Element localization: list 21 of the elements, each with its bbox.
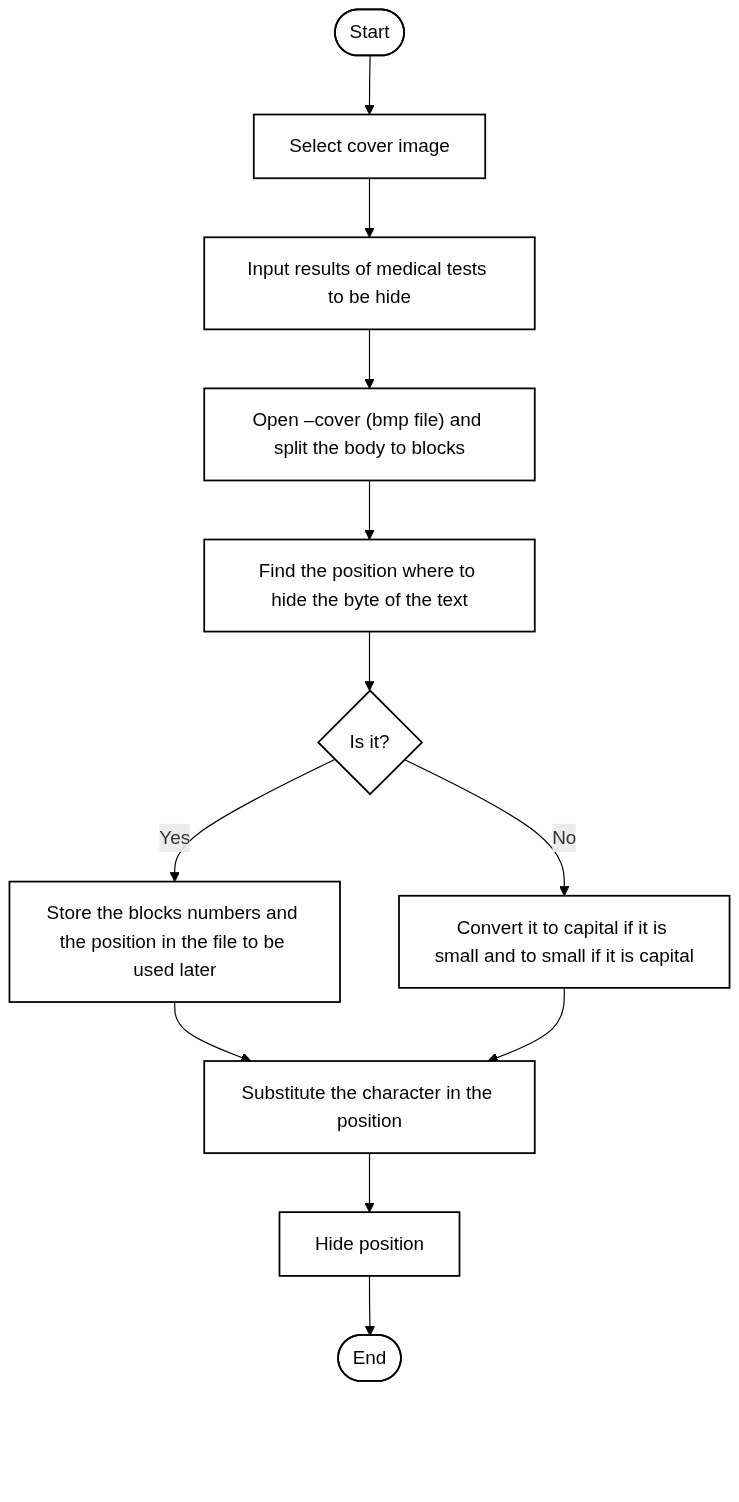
arrow [364,1275,376,1336]
arrow [364,55,375,115]
node-box: Open –cover (bmp file) and split the body to blocks [203,387,536,482]
arrow [487,987,565,1063]
arrow [174,1001,252,1063]
node-box: Input results of medical tests to be hide [203,236,536,331]
node-box: Substitute the character in the position [203,1060,536,1154]
arrow [364,1152,375,1213]
arrow [364,328,375,389]
edge-label: Yes [159,827,191,848]
arrow [364,177,375,238]
arrow [364,479,375,540]
arrow [364,631,375,692]
edge-label: No [552,827,577,848]
node-box: Store the blocks numbers and the position in the file to be used later [8,880,341,1003]
node-box: Find the position where to hide the byte of the text [203,538,536,633]
node-box: Hide position [278,1211,461,1277]
node-box: Convert it to capital if it is small and to small if it is capital [398,894,731,989]
node-diamond: Is it? [317,689,424,796]
arrow [169,758,336,883]
node-box: Select cover image [252,113,487,180]
